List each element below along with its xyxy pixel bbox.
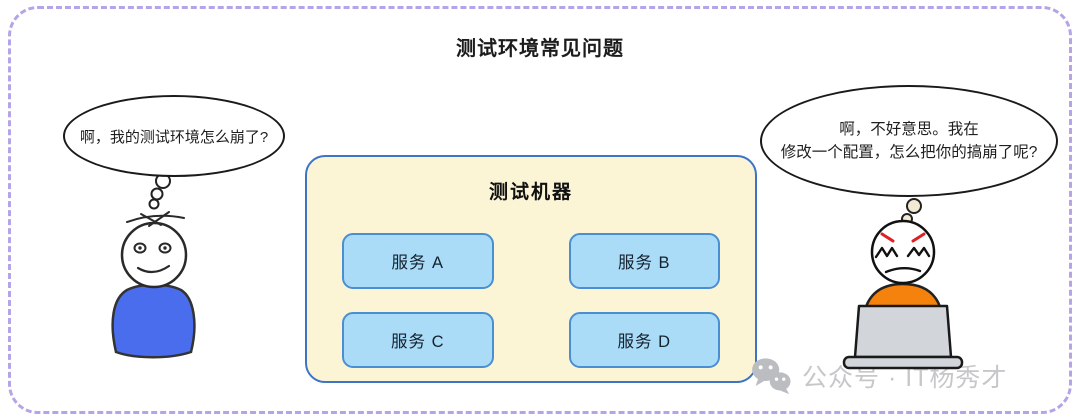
test-machine-title: 测试机器 xyxy=(488,182,573,203)
thought-dots-icon xyxy=(901,198,922,225)
left-person-figure xyxy=(111,173,196,359)
right-person-eyes xyxy=(874,246,931,259)
service-b-box: 服务 B xyxy=(568,233,720,289)
laptop-icon xyxy=(842,304,964,370)
service-d-box: 服务 D xyxy=(568,312,720,368)
smile-icon xyxy=(136,264,171,274)
right-thought-bubble: 啊，不好意思。我在 修改一个配置，怎么把你的搞崩了呢? xyxy=(760,85,1058,197)
left-person-body xyxy=(111,283,196,359)
angry-brows-icon xyxy=(880,232,926,243)
page-title: 测试环境常见问题 xyxy=(456,38,624,60)
service-c-box: 服务 C xyxy=(342,312,494,368)
left-person-head xyxy=(120,221,188,289)
wechat-icon xyxy=(752,358,791,395)
frown-icon xyxy=(884,267,922,274)
hair-icon xyxy=(126,211,185,227)
right-thought-text: 啊，不好意思。我在 修改一个配置，怎么把你的搞崩了呢? xyxy=(780,121,1038,161)
right-person-head xyxy=(870,219,936,285)
test-machine-box: 测试机器 服务 A 服务 B 服务 C 服务 D xyxy=(305,155,757,383)
right-person-figure xyxy=(842,198,964,370)
left-thought-bubble: 啊，我的测试环境怎么崩了? xyxy=(63,95,285,177)
thought-dots-icon xyxy=(148,173,171,210)
service-grid: 服务 A 服务 B 服务 C 服务 D xyxy=(307,233,755,368)
service-a-box: 服务 A xyxy=(342,233,494,289)
left-thought-text: 啊，我的测试环境怎么崩了? xyxy=(79,128,269,146)
